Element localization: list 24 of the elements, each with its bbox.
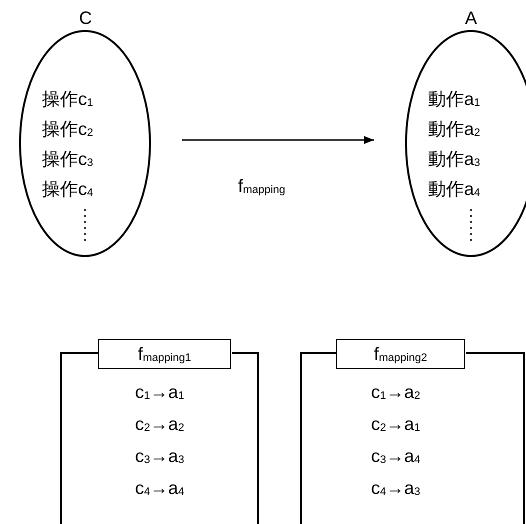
mapping-rule: c$_{2}$→a$_{2}$: [135, 414, 184, 434]
arrow: [182, 136, 374, 144]
mapping-panel: [300, 338, 526, 524]
set-label: A: [465, 8, 478, 28]
edge-label: f$_{mapping}$: [238, 176, 286, 196]
list-item: 操作c$_{2}$: [42, 119, 94, 139]
list-item: 操作c$_{3}$: [42, 149, 94, 169]
list-item: 動作a$_{3}$: [428, 149, 480, 169]
list-item: 動作a$_{4}$: [428, 179, 480, 199]
mapping-rule: c$_{1}$→a$_{2}$: [371, 382, 420, 402]
mapping-rule: c$_{1}$→a$_{1}$: [135, 382, 184, 402]
mapping-rule: c$_{3}$→a$_{3}$: [135, 446, 184, 466]
mapping-rule: c$_{4}$→a$_{3}$: [371, 478, 420, 498]
list-item: 操作c$_{1}$: [42, 89, 94, 109]
mapping-rule: c$_{2}$→a$_{1}$: [371, 414, 420, 434]
mapping-panel: [60, 338, 260, 524]
list-item: 操作c$_{4}$: [42, 179, 94, 199]
mapping-rule: c$_{4}$→a$_{4}$: [135, 478, 184, 498]
panel-title: f$_{mapping2}$: [336, 339, 465, 369]
panel-title: f$_{mapping1}$: [98, 339, 231, 369]
set-label: C: [79, 8, 92, 28]
mapping-rule: c$_{3}$→a$_{4}$: [371, 446, 420, 466]
list-item: 動作a$_{1}$: [428, 89, 480, 109]
list-item: 動作a$_{2}$: [428, 119, 480, 139]
